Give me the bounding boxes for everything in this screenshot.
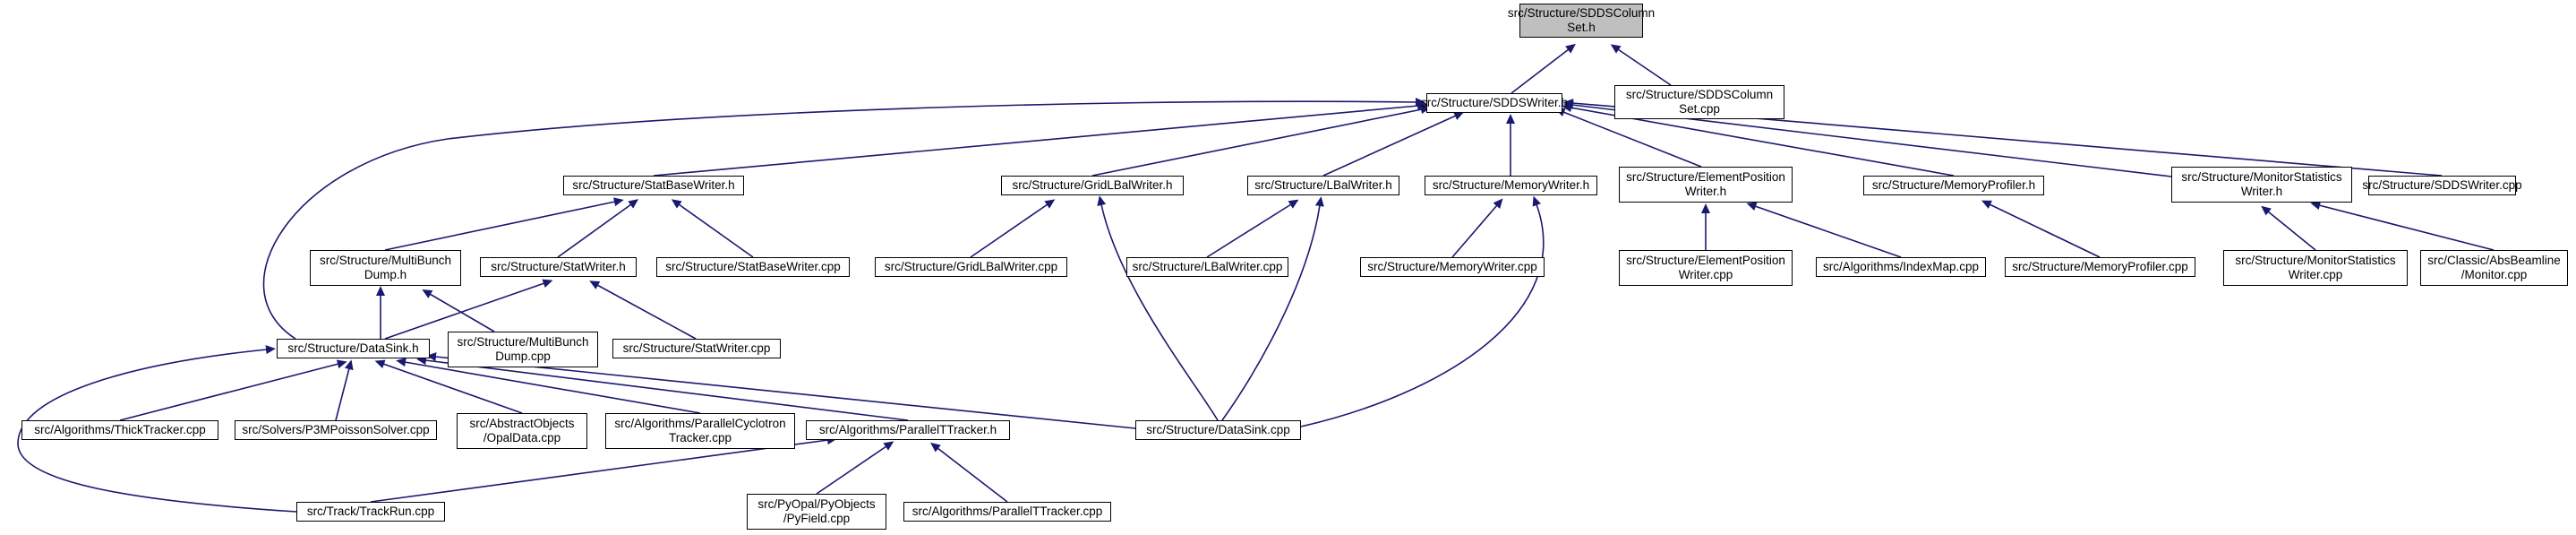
e-indexmap-elementpos	[1746, 202, 1902, 258]
node-memorywriter-cpp[interactable]: src/Structure/MemoryWriter.cpp	[1360, 257, 1545, 277]
node-multibunchdump-h[interactable]: src/Structure/MultiBunch Dump.h	[310, 250, 461, 286]
e-datasinkcpp-gridlbal	[1097, 195, 1219, 421]
node-paralleltttracker-cpp[interactable]: src/Algorithms/ParallelTTracker.cpp	[903, 502, 1111, 522]
node-memoryprofiler-cpp[interactable]: src/Structure/MemoryProfiler.cpp	[2005, 257, 2195, 277]
e-datasinkcpp-memorywriter	[1300, 195, 1545, 427]
e-columnsetcpp-columnset	[1610, 44, 1672, 86]
node-memorywriter-h[interactable]: src/Structure/MemoryWriter.h	[1425, 176, 1597, 195]
e-datasink-statwriter	[384, 279, 553, 340]
e-paralleltth-datasink	[416, 356, 909, 421]
e-trackrun-datasink	[17, 345, 297, 513]
node-elementpositionwriter-cpp[interactable]: src/Structure/ElementPosition Writer.cpp	[1619, 250, 1793, 286]
node-statwriter-h[interactable]: src/Structure/StatWriter.h	[480, 257, 637, 277]
e-gridlbalwriter-sddswriter	[1091, 105, 1431, 177]
node-memoryprofiler-h[interactable]: src/Structure/MemoryProfiler.h	[1863, 176, 2044, 195]
node-gridlbalwriter-h[interactable]: src/Structure/GridLBalWriter.h	[1001, 176, 1184, 195]
node-p3mpoissonsolver-cpp[interactable]: src/Solvers/P3MPoissonSolver.cpp	[235, 420, 437, 440]
e-datasinkcpp-lbal	[1221, 196, 1324, 421]
e-multibunch-statbase	[384, 197, 624, 251]
e-monitorcpp-monstat	[2310, 201, 2495, 251]
e-opaldata-datasink	[374, 359, 523, 414]
e-datasink-sddswriter	[262, 97, 1425, 340]
node-indexmap-cpp[interactable]: src/Algorithms/IndexMap.cpp	[1816, 257, 1986, 277]
e-pyfield-paralleltth	[816, 441, 894, 495]
e-statwritercpp-statwriter	[589, 280, 697, 340]
e-statwriter-statbase	[557, 199, 639, 258]
e-lbalcpp-lbal	[1206, 199, 1299, 258]
node-statwriter-cpp[interactable]: src/Structure/StatWriter.cpp	[612, 339, 781, 358]
node-elementpositionwriter-h[interactable]: src/Structure/ElementPosition Writer.h	[1619, 167, 1793, 203]
e-datasinkcpp-datasink	[426, 352, 1136, 429]
e-p3m-datasink	[335, 359, 354, 421]
e-monstatcpp-monstat	[2261, 205, 2316, 251]
e-statbasecpp-statbase	[671, 199, 754, 258]
e-cyclotron-datasink	[396, 358, 701, 414]
e-memorywritercpp-memorywriter	[1451, 198, 1503, 258]
node-lbalwriter-h[interactable]: src/Structure/LBalWriter.h	[1247, 176, 1399, 195]
e-trackrun-paralleltth	[370, 436, 837, 503]
node-monitorstatisticswriter-h[interactable]: src/Structure/MonitorStatistics Writer.h	[2171, 167, 2352, 203]
node-statbasewriter-h[interactable]: src/Structure/StatBaseWriter.h	[563, 176, 744, 195]
node-opaldata-cpp[interactable]: src/AbstractObjects /OpalData.cpp	[457, 413, 587, 449]
e-sddswriter-columnset	[1511, 43, 1576, 94]
node-sddscolumnset-h: src/Structure/SDDSColumn Set.h	[1508, 4, 1655, 38]
node-monitor-cpp[interactable]: src/Classic/AbsBeamline /Monitor.cpp	[2420, 250, 2568, 286]
node-monitorstatisticswriter-cpp[interactable]: src/Structure/MonitorStatistics Writer.c…	[2223, 250, 2408, 286]
node-sddscolumnset-cpp[interactable]: src/Structure/SDDSColumn Set.cpp	[1614, 85, 1784, 119]
node-sddswriter-cpp[interactable]: src/Structure/SDDSWriter.cpp	[2362, 176, 2522, 195]
node-pyfield-cpp[interactable]: src/PyOpal/PyObjects /PyField.cpp	[747, 494, 886, 530]
node-lbalwriter-cpp[interactable]: src/Structure/LBalWriter.cpp	[1126, 257, 1288, 277]
node-multibunchdump-cpp[interactable]: src/Structure/MultiBunch Dump.cpp	[448, 332, 598, 367]
e-thicktracker-datasink	[119, 359, 347, 421]
e-elementposition-sddswriter	[1554, 108, 1702, 168]
node-datasink-h[interactable]: src/Structure/DataSink.h	[277, 339, 430, 358]
e-statbasewriter-sddswriter	[653, 101, 1427, 177]
node-datasink-cpp[interactable]: src/Structure/DataSink.cpp	[1135, 420, 1301, 440]
e-lbalwriter-sddswriter	[1322, 111, 1465, 177]
node-trackrun-cpp[interactable]: src/Track/TrackRun.cpp	[296, 502, 445, 522]
node-gridlbalwriter-cpp[interactable]: src/Structure/GridLBalWriter.cpp	[875, 257, 1067, 277]
e-paralleltcpp-paralleltth	[930, 442, 1008, 503]
node-sddswriter-h[interactable]: src/Structure/SDDSWriter.h	[1421, 93, 1568, 113]
e-gridlbalcpp-gridlbal	[970, 199, 1056, 258]
node-paralleltttracker-h[interactable]: src/Algorithms/ParallelTTracker.h	[806, 420, 1010, 440]
node-parallelcyclotrontracker-cpp[interactable]: src/Algorithms/ParallelCyclotron Tracker…	[605, 413, 795, 449]
e-multibunchcpp-multibunch	[422, 289, 495, 332]
e-memprofcpp-memprof	[1981, 200, 2101, 258]
node-thicktracker-cpp[interactable]: src/Algorithms/ThickTracker.cpp	[21, 420, 218, 440]
node-statbasewriter-cpp[interactable]: src/Structure/StatBaseWriter.cpp	[656, 257, 850, 277]
